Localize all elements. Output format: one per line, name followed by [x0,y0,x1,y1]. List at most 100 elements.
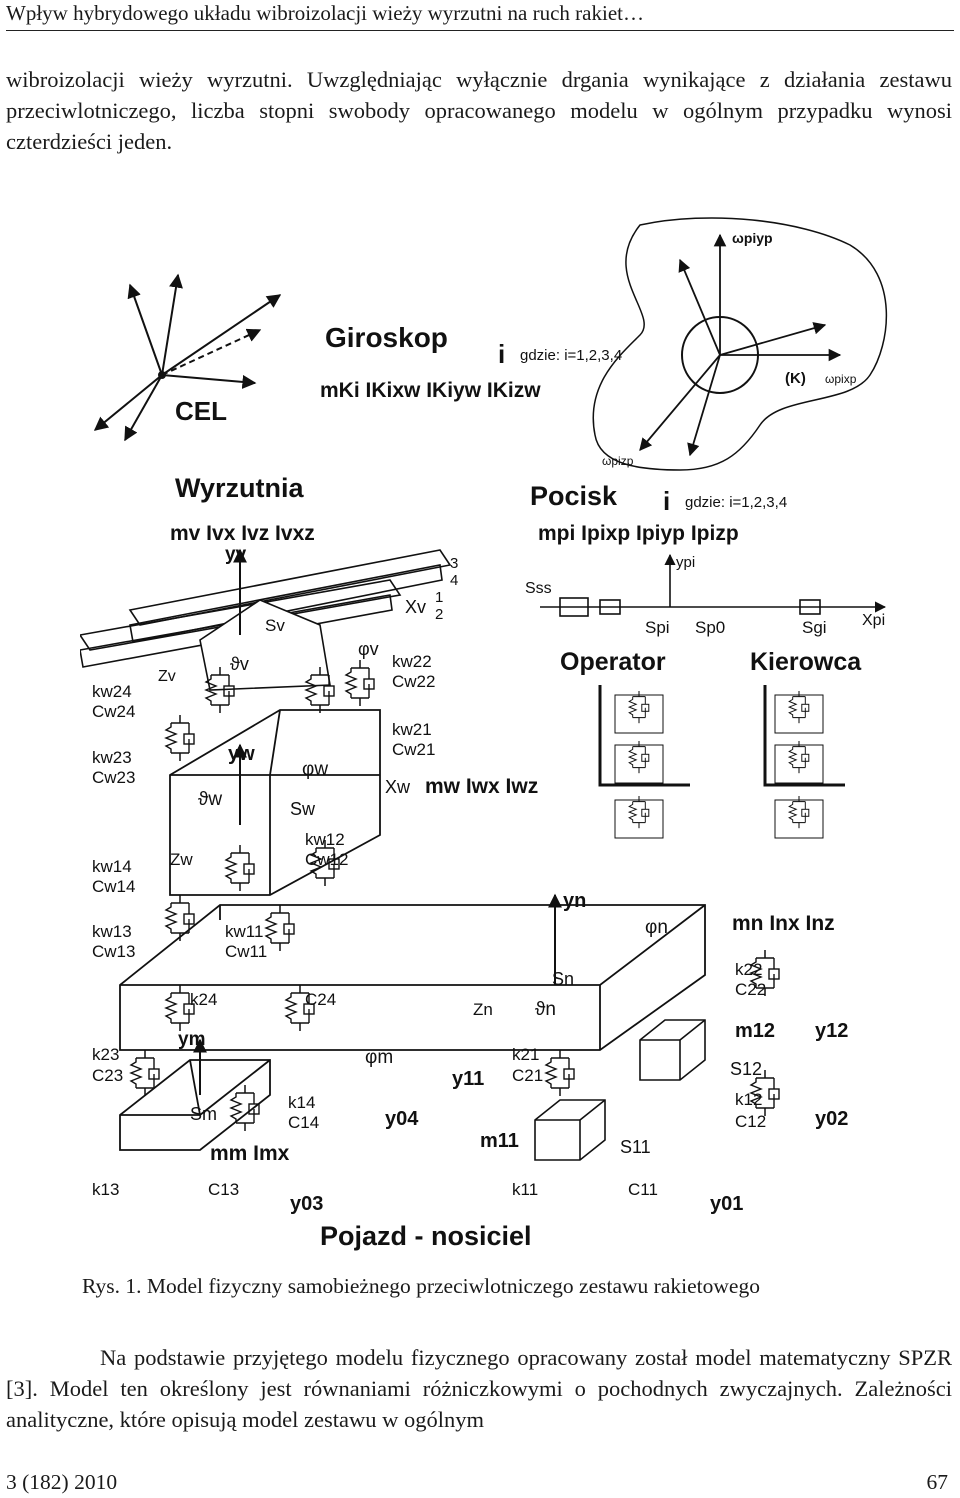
footer-issue: 3 (182) 2010 [6,1470,118,1494]
label-giro-params: mKi IKixw IKiyw IKizw [320,379,541,402]
label-k11: k11 [512,1180,538,1199]
label-pocisk-gdzie: gdzie: i=1,2,3,4 [685,494,787,511]
label-K: (K) [785,370,806,387]
label-wyrzutnia-params: mv Ivx Ivz Ivxz [170,522,315,545]
label-yv: yv [225,544,247,565]
label-sn: Sn [552,969,574,989]
driver-seat-model [763,685,845,838]
label-sv: Sv [265,616,285,635]
label-giroskop: Giroskop [325,322,448,353]
label-yw: yw [228,743,255,765]
label-kw12: kw12 [305,830,345,849]
label-theta-w: ϑw [198,789,222,810]
label-c24: C24 [305,990,336,1009]
label-theta-n: ϑn [535,999,556,1020]
label-kw11: kw11 [225,922,263,941]
label-operator: Operator [560,648,666,676]
wheel-mass-m [119,1059,271,1151]
label-cw21: Cw21 [392,740,435,759]
operator-seat-model [598,685,690,838]
label-k22: k22 [735,960,762,979]
label-wieza-params: mw Iwx Iwz [425,775,538,798]
label-sw: Sw [290,799,316,819]
label-m12: m12 [735,1020,775,1042]
label-zv: Zv [158,668,176,685]
label-omega-piyp: ωpiyp [732,230,773,246]
label-sp0: Sp0 [695,618,725,637]
label-y02: y02 [815,1108,848,1130]
label-cw23: Cw23 [92,768,135,787]
label-rail-3: 3 [450,555,458,572]
launcher-rails [80,549,452,691]
label-c12: C12 [735,1112,766,1131]
physical-model-figure: CEL Giroskop i gdzie: i=1,2,3,4 mKi IKix… [80,215,898,1255]
label-kw14: kw14 [92,857,132,876]
label-zn: Zn [473,1000,493,1019]
label-y12: y12 [815,1020,848,1042]
label-phi-w: φw [302,759,328,780]
gyroscope-bubble [592,217,888,471]
label-kw23: kw23 [92,748,132,767]
label-s11: S11 [620,1137,651,1157]
label-c11: C11 [628,1180,658,1199]
label-c22: C22 [735,980,766,999]
target-frame [93,273,282,442]
label-sss: Sss [525,580,552,597]
label-mm-params: mm Imx [210,1142,290,1165]
label-kierowca: Kierowca [750,648,862,676]
label-k14: k14 [288,1093,315,1112]
label-sm: Sm [190,1104,217,1124]
turret-box [169,709,381,896]
label-ypi: ypi [676,554,695,571]
figure-drawing: CEL Giroskop i gdzie: i=1,2,3,4 mKi IKix… [80,217,888,1251]
label-c21: C21 [512,1066,543,1085]
label-wyrzutnia: Wyrzutnia [175,473,304,503]
label-k13: k13 [92,1180,119,1199]
label-k12: k12 [735,1090,762,1109]
label-s12: S12 [730,1059,762,1079]
label-k24: k24 [190,990,217,1009]
label-zw: Zw [170,850,193,869]
wheel-mass-12 [639,1019,706,1081]
wheel-mass-11 [534,1099,606,1161]
label-pocisk-index: i [663,486,670,516]
label-cel: CEL [175,396,227,426]
label-xpi: Xpi [862,612,885,629]
label-phi-v: φv [358,639,379,659]
label-spi: Spi [645,618,670,637]
label-pojazd-nosiciel: Pojazd - nosiciel [320,1221,532,1251]
label-kw13: kw13 [92,922,132,941]
label-giro-index: i [498,339,505,369]
label-ym: ym [178,1029,205,1050]
label-cw11: Cw11 [225,942,267,961]
label-cw13: Cw13 [92,942,135,961]
label-cw12: Cw12 [305,850,348,869]
label-y01: y01 [710,1193,743,1215]
body-paragraph-top: wibroizolacji wieży wyrzutni. Uwzględnia… [6,67,952,154]
label-y03: y03 [290,1193,323,1215]
label-kw24: kw24 [92,682,132,701]
label-phi-n: φn [645,917,668,938]
label-c13: C13 [208,1180,239,1199]
label-k23: k23 [92,1045,119,1064]
label-cw14: Cw14 [92,877,135,896]
label-c23: C23 [92,1066,123,1085]
label-theta-v: ϑv [230,654,249,674]
label-omega-pixp: ωpixp [825,372,857,386]
footer-page-number: 67 [926,1470,949,1494]
figure-caption: Rys. 1. Model fizyczny samobieżnego prze… [82,1274,760,1298]
label-omega-pizp: ωpizp [602,454,634,468]
label-nosiciel-params: mn Inx Inz [732,912,835,935]
missile-axis [540,553,887,617]
label-k21: k21 [512,1045,539,1064]
label-rail-4: 4 [450,572,458,589]
label-cw24: Cw24 [92,702,135,721]
label-m11: m11 [480,1130,519,1152]
label-xv: Xv [405,597,426,617]
label-rail-2: 2 [435,606,443,623]
label-yn: yn [563,890,586,912]
label-c14: C14 [288,1113,319,1132]
label-giro-gdzie: gdzie: i=1,2,3,4 [520,347,622,364]
label-kw22: kw22 [392,652,432,671]
running-head: Wpływ hybrydowego układu wibroizolacji w… [6,0,954,31]
